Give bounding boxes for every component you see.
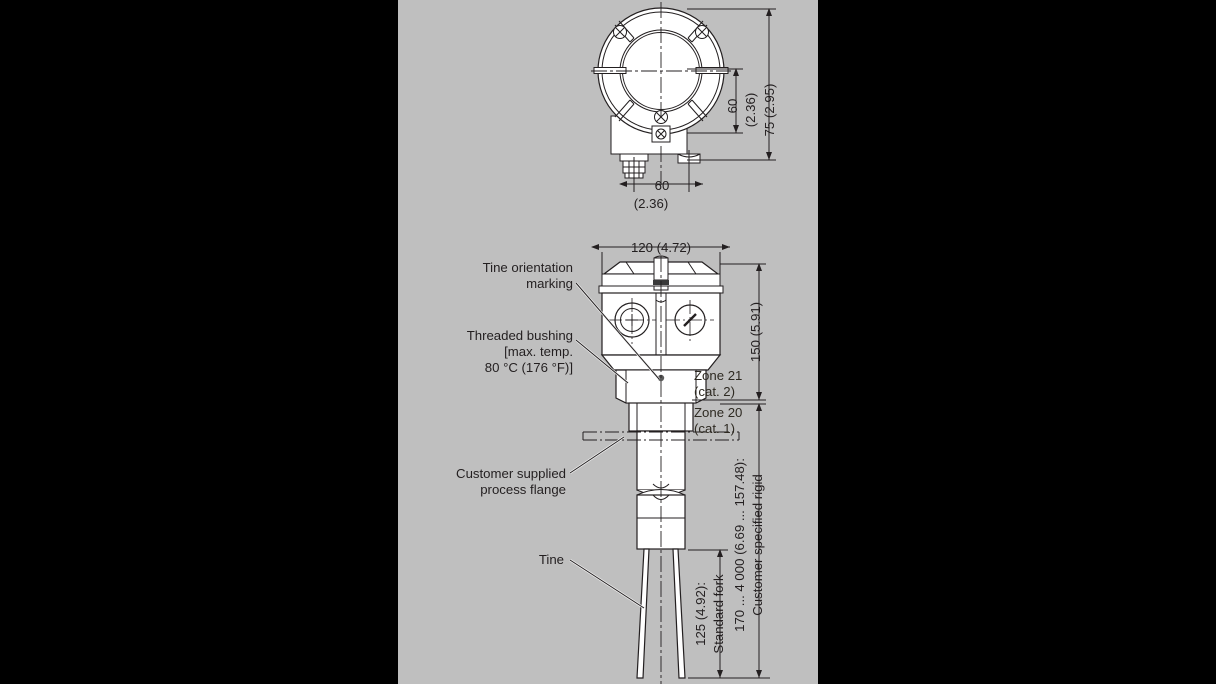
dim-top-60-horizontal [619,150,703,192]
callout-threaded-bushing-line2: [max. temp. [504,344,573,359]
dim-top-60-horizontal-value: 60 [655,178,670,193]
zone-21-line2: (cat. 2) [694,384,735,399]
callout-tine-orientation-line1: Tine orientation [483,260,573,275]
callout-tine-orientation-line2: marking [526,276,573,291]
dim-top-60-horizontal-alt: (2.36) [634,196,668,211]
zone-20-line2: (cat. 1) [694,421,735,436]
dim-main-150-value: 150 (5.91) [748,302,763,362]
callout-tine-label: Tine [539,552,564,567]
dim-top-60-vertical-alt: (2.36) [743,93,758,127]
callout-threaded-bushing-line1: Threaded bushing [467,328,573,343]
dim-probe-length-value: 170 ... 4 000 (6.69 ... 157.48): [732,458,747,632]
dim-main-120-value: 120 (4.72) [631,240,691,255]
dim-fork-125-note: Standard fork [711,574,726,654]
dim-top-75-vertical [687,8,776,161]
top-view-centerlines [591,2,731,185]
top-view-housing [591,2,731,185]
main-view-device [582,255,740,684]
dim-top-75-value: 75 (2.95) [762,84,777,137]
dim-fork-125 [688,549,728,679]
callout-process-flange-line2: process flange [480,482,566,497]
dim-fork-125-value: 125 (4.92): [693,582,708,646]
technical-drawing: 60 (2.36) 75 (2.95) 60 (2.36) 120 (4.72)… [456,2,777,684]
zone-21-line1: Zone 21 [694,368,742,383]
dim-probe-length [720,403,770,679]
leader-lines [569,282,660,610]
dim-top-60-vertical [687,68,743,134]
callout-process-flange-line1: Customer supplied [456,466,566,481]
callout-threaded-bushing-line3: 80 °C (176 °F)] [485,360,573,375]
zone-20-line1: Zone 20 [694,405,742,420]
dim-main-120 [591,244,730,274]
dim-probe-length-note: Customer specified rigid [750,474,765,615]
fork-tines [636,548,686,679]
drawing-panel: 60 (2.36) 75 (2.95) 60 (2.36) 120 (4.72)… [398,0,818,684]
housing-screws [613,25,709,124]
tine-orientation-marks [593,67,729,74]
dim-top-60-vertical-value: 60 [725,99,740,114]
